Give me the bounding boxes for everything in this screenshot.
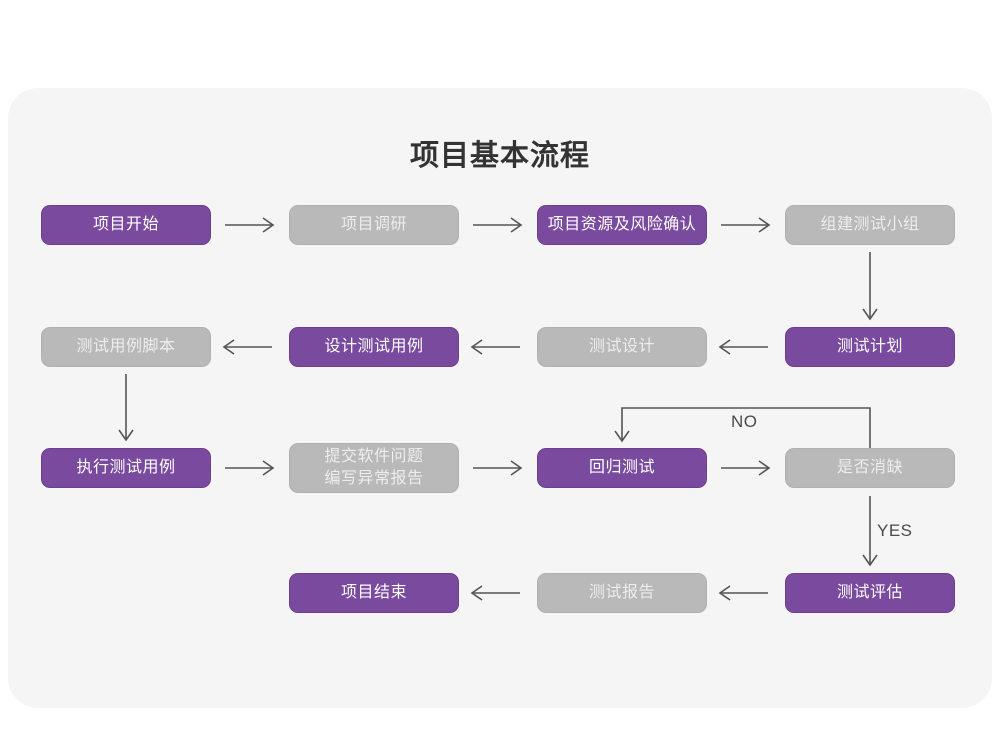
node-submit-bug-write-report[interactable]: 提交软件问题 编写异常报告 (289, 443, 459, 493)
node-label: 执行测试用例 (76, 459, 176, 477)
page-title: 项目基本流程 (409, 140, 590, 172)
node-project-research[interactable]: 项目调研 (289, 205, 459, 245)
node-execute-test-cases[interactable]: 执行测试用例 (41, 448, 211, 488)
node-test-case-scripts[interactable]: 测试用例脚本 (41, 327, 211, 367)
node-defects-resolved-decision[interactable]: 是否消缺 (785, 448, 955, 488)
node-resource-risk-confirm[interactable]: 项目资源及风险确认 (537, 205, 707, 245)
node-design-test-cases[interactable]: 设计测试用例 (289, 327, 459, 367)
node-project-end[interactable]: 项目结束 (289, 573, 459, 613)
node-label: 测试报告 (588, 584, 655, 602)
edge-label-yes: YES (877, 521, 913, 540)
node-label: 项目调研 (340, 216, 407, 234)
edge-label-no: NO (731, 412, 758, 431)
node-test-report[interactable]: 测试报告 (537, 573, 707, 613)
node-label: 项目资源及风险确认 (547, 216, 697, 234)
node-label: 测试计划 (836, 338, 903, 356)
node-label: 测试设计 (588, 338, 655, 356)
node-label: 项目开始 (92, 216, 159, 234)
node-label: 测试用例脚本 (76, 338, 176, 356)
node-label: 是否消缺 (836, 459, 903, 477)
node-test-plan[interactable]: 测试计划 (785, 327, 955, 367)
node-label: 设计测试用例 (324, 338, 424, 356)
node-label: 组建测试小组 (820, 216, 920, 234)
node-test-design[interactable]: 测试设计 (537, 327, 707, 367)
node-form-test-team[interactable]: 组建测试小组 (785, 205, 955, 245)
node-label: 测试评估 (836, 584, 903, 602)
node-label: 提交软件问题 编写异常报告 (324, 448, 424, 487)
node-regression-test[interactable]: 回归测试 (537, 448, 707, 488)
flowchart-card (8, 88, 992, 708)
node-label: 回归测试 (588, 459, 655, 477)
node-test-evaluation[interactable]: 测试评估 (785, 573, 955, 613)
node-project-start[interactable]: 项目开始 (41, 205, 211, 245)
node-label: 项目结束 (340, 584, 407, 602)
